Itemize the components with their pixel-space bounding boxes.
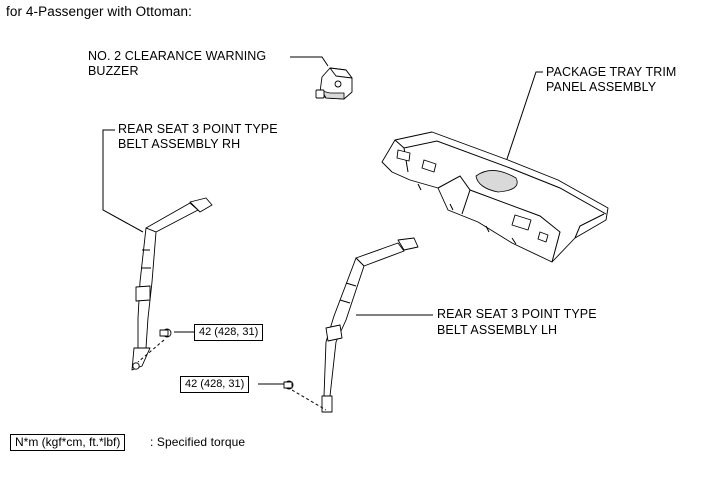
package-tray-label-line1: PACKAGE TRAY TRIM	[546, 65, 677, 79]
buzzer-label-line1: NO. 2 CLEARANCE WARNING	[88, 49, 267, 63]
buzzer-label-line2: BUZZER	[88, 64, 139, 78]
buzzer-leader-line	[290, 56, 329, 67]
page-header: for 4-Passenger with Ottoman:	[6, 4, 192, 19]
belt-rh-label-line1: REAR SEAT 3 POINT TYPE	[118, 122, 278, 136]
belt-lh-label-line1: REAR SEAT 3 POINT TYPE	[437, 307, 597, 321]
torque-spec-rh: 42 (428, 31)	[194, 324, 264, 341]
belt-lh-label-line2: BELT ASSEMBLY LH	[437, 323, 558, 337]
belt-rh-part	[131, 197, 213, 371]
package-tray-label-line2: PANEL ASSEMBLY	[546, 80, 657, 94]
package-tray-part	[381, 131, 609, 263]
legend-units-box: N*m (kgf*cm, ft.*lbf)	[10, 434, 126, 451]
legend-description: : Specified torque	[150, 435, 246, 449]
belt-rh-label-line2: BELT ASSEMBLY RH	[118, 137, 241, 151]
package-tray-leader-line	[504, 71, 543, 166]
torque-spec-lh: 42 (428, 31)	[180, 376, 250, 393]
belt-lh-part	[283, 237, 419, 413]
belt-rh-leader-line	[102, 129, 144, 233]
buzzer-part	[315, 67, 353, 100]
